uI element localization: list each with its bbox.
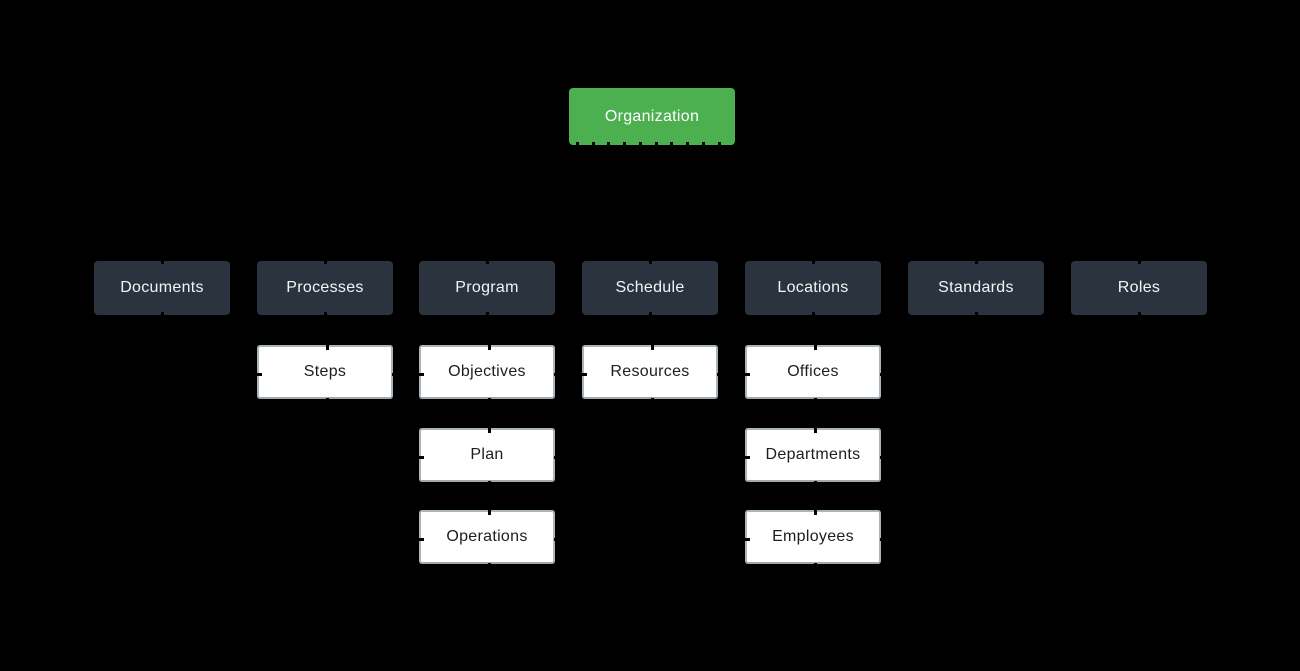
connector-stub-bottom bbox=[701, 142, 705, 148]
connector-stub-top bbox=[487, 344, 491, 350]
connector-stub-bottom bbox=[813, 563, 817, 569]
connector-stub-top bbox=[974, 258, 978, 264]
node-label-program: Program bbox=[455, 279, 519, 296]
connector-stub-bottom bbox=[717, 142, 721, 148]
connector-stub-bottom bbox=[623, 142, 627, 148]
connector-stub-top bbox=[650, 344, 654, 350]
connector-stub-left bbox=[744, 537, 750, 541]
connector-stub-bottom bbox=[575, 142, 579, 148]
connector-stub-top bbox=[323, 258, 327, 264]
connector-stub-bottom bbox=[654, 142, 658, 148]
connector-stub-top bbox=[485, 258, 489, 264]
connector-stub-right bbox=[554, 372, 560, 376]
node-label-standards: Standards bbox=[938, 279, 1014, 296]
connector-stub-bottom bbox=[813, 481, 817, 487]
connector-stub-right bbox=[717, 372, 723, 376]
node-label-operations: Operations bbox=[446, 528, 528, 545]
connector-stub-bottom bbox=[160, 312, 164, 318]
connector-stub-bottom bbox=[1137, 312, 1141, 318]
connector-stub-left bbox=[256, 372, 262, 376]
connector-stub-bottom bbox=[325, 398, 329, 404]
node-schedule[interactable]: Schedule bbox=[582, 258, 718, 318]
connector-stub-right bbox=[392, 372, 398, 376]
connector-stub-bottom bbox=[487, 563, 491, 569]
node-documents[interactable]: Documents bbox=[94, 258, 230, 318]
node-label-documents: Documents bbox=[120, 279, 204, 296]
connector-stub-right bbox=[880, 455, 886, 459]
connector-stub-bottom bbox=[686, 142, 690, 148]
connector-stub-right bbox=[554, 455, 560, 459]
node-label-processes: Processes bbox=[286, 279, 364, 296]
node-steps[interactable]: Steps bbox=[256, 344, 398, 404]
connector-stub-top bbox=[487, 509, 491, 515]
connector-stub-top bbox=[648, 258, 652, 264]
connector-stub-bottom bbox=[650, 398, 654, 404]
connector-stub-bottom bbox=[638, 142, 642, 148]
connector-stub-left bbox=[418, 372, 424, 376]
node-departments[interactable]: Departments bbox=[744, 427, 886, 487]
node-program[interactable]: Program bbox=[419, 258, 555, 318]
connector-stub-top bbox=[325, 344, 329, 350]
node-label-offices: Offices bbox=[787, 363, 839, 380]
connector-stub-top bbox=[813, 427, 817, 433]
connector-stub-top bbox=[1137, 258, 1141, 264]
node-label-resources: Resources bbox=[610, 363, 690, 380]
node-label-steps: Steps bbox=[303, 363, 347, 380]
node-locations[interactable]: Locations bbox=[745, 258, 881, 318]
connector-stub-bottom bbox=[485, 312, 489, 318]
node-label-departments: Departments bbox=[765, 446, 861, 463]
connector-stub-bottom bbox=[670, 142, 674, 148]
node-label-plan: Plan bbox=[470, 446, 504, 463]
node-label-organization: Organization bbox=[604, 107, 700, 125]
connector-stub-top bbox=[811, 258, 815, 264]
connector-stub-bottom bbox=[487, 398, 491, 404]
connector-stub-left bbox=[744, 372, 750, 376]
connector-stub-bottom bbox=[813, 398, 817, 404]
node-label-employees: Employees bbox=[772, 528, 854, 545]
node-resources[interactable]: Resources bbox=[581, 344, 723, 404]
connector-stub-top bbox=[487, 427, 491, 433]
connector-stub-right bbox=[880, 537, 886, 541]
connector-stub-left bbox=[744, 455, 750, 459]
node-operations[interactable]: Operations bbox=[418, 509, 560, 569]
connector-stub-top bbox=[813, 344, 817, 350]
connector-stub-bottom bbox=[487, 481, 491, 487]
connector-stub-bottom bbox=[974, 312, 978, 318]
connector-stub-top bbox=[160, 258, 164, 264]
connector-stub-right bbox=[880, 372, 886, 376]
connector-stub-right bbox=[554, 537, 560, 541]
node-standards[interactable]: Standards bbox=[908, 258, 1044, 318]
node-plan[interactable]: Plan bbox=[418, 427, 560, 487]
connector-stub-bottom bbox=[591, 142, 595, 148]
node-label-roles: Roles bbox=[1117, 279, 1161, 296]
connector-stub-left bbox=[418, 455, 424, 459]
connector-stub-bottom bbox=[648, 312, 652, 318]
node-employees[interactable]: Employees bbox=[744, 509, 886, 569]
node-offices[interactable]: Offices bbox=[744, 344, 886, 404]
node-label-objectives: Objectives bbox=[448, 363, 526, 380]
connector-stub-bottom bbox=[811, 312, 815, 318]
connector-stub-left bbox=[581, 372, 587, 376]
node-label-schedule: Schedule bbox=[615, 279, 685, 296]
connector-stub-top bbox=[813, 509, 817, 515]
node-roles[interactable]: Roles bbox=[1071, 258, 1207, 318]
node-objectives[interactable]: Objectives bbox=[418, 344, 560, 404]
node-label-locations: Locations bbox=[777, 279, 849, 296]
node-processes[interactable]: Processes bbox=[257, 258, 393, 318]
connector-stub-left bbox=[418, 537, 424, 541]
connector-stub-bottom bbox=[323, 312, 327, 318]
connector-stub-bottom bbox=[607, 142, 611, 148]
node-organization[interactable]: Organization bbox=[569, 88, 735, 148]
